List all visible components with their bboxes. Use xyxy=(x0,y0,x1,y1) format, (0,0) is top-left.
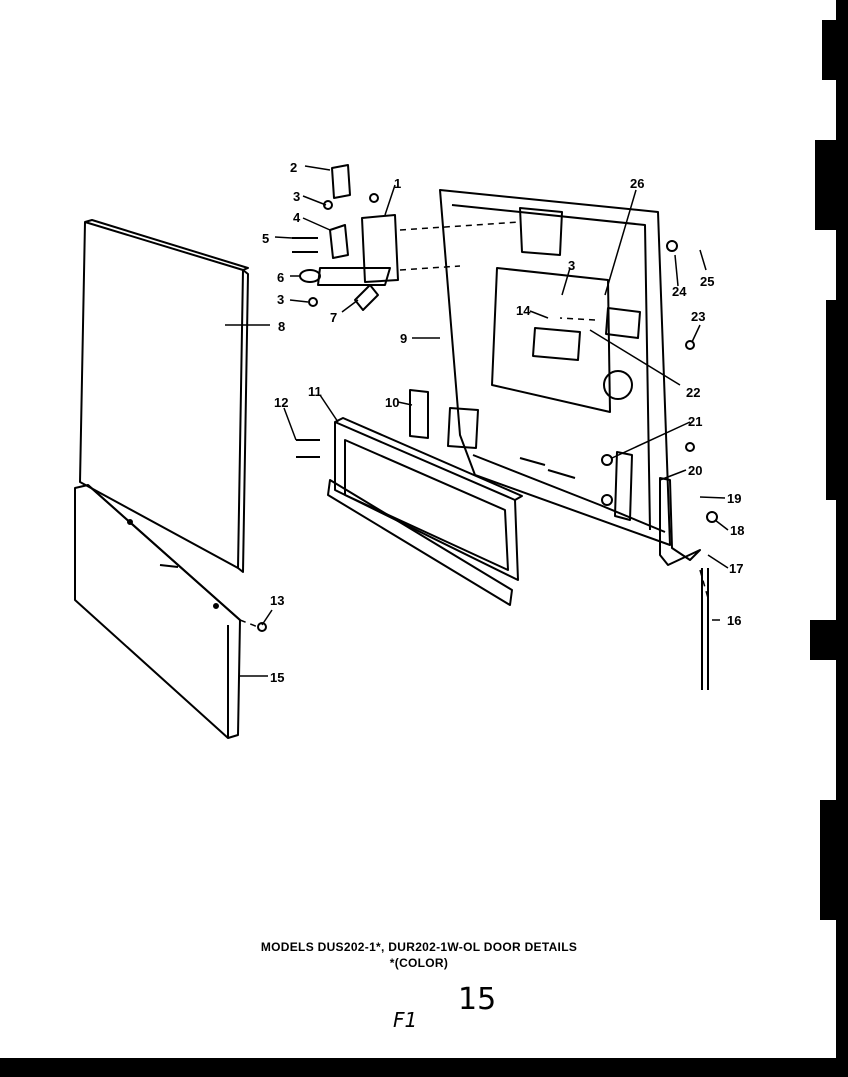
callout-20: 20 xyxy=(688,463,702,478)
control-console xyxy=(327,417,523,606)
outer-door-panel xyxy=(79,219,249,573)
callout-16: 16 xyxy=(727,613,741,628)
callout-6: 6 xyxy=(277,270,284,285)
callout-3-top: 3 xyxy=(293,189,300,204)
callout-18: 18 xyxy=(730,523,744,538)
callout-25: 25 xyxy=(700,274,714,289)
callout-17: 17 xyxy=(729,561,743,576)
callout-26: 26 xyxy=(630,176,644,191)
callout-1: 1 xyxy=(394,176,401,191)
callout-7: 7 xyxy=(330,310,337,325)
callout-11: 11 xyxy=(308,384,322,399)
callout-3-right: 3 xyxy=(568,258,575,273)
leader-lines xyxy=(225,165,729,677)
callout-24: 24 xyxy=(672,284,687,299)
callout-13: 13 xyxy=(270,593,284,608)
callout-10: 10 xyxy=(385,395,399,410)
callout-19: 19 xyxy=(727,491,741,506)
callout-22: 22 xyxy=(686,385,700,400)
callout-2: 2 xyxy=(290,160,297,175)
alignment-lines xyxy=(239,221,709,628)
callout-3-mid: 3 xyxy=(277,292,284,307)
callout-numbers: 1 2 3 4 5 6 3 7 8 9 10 11 12 13 14 3 15 … xyxy=(262,160,744,685)
callout-14: 14 xyxy=(516,303,531,318)
upper-hinge-assembly xyxy=(292,164,399,311)
diagram-subtitle: *(COLOR) xyxy=(389,956,449,970)
handwritten-mark-left: F1 xyxy=(393,1008,418,1032)
lower-trim-panel xyxy=(74,484,241,739)
callout-5: 5 xyxy=(262,231,269,246)
callout-8: 8 xyxy=(278,319,285,334)
callout-21: 21 xyxy=(688,414,702,429)
inner-door-liner xyxy=(439,189,671,546)
callout-23: 23 xyxy=(691,309,705,324)
handwritten-page-number: 15 xyxy=(458,982,497,1017)
callout-4: 4 xyxy=(293,210,301,225)
diagram-title: MODELS DUS202-1*, DUR202-1W-OL DOOR DETA… xyxy=(260,940,578,954)
callout-9: 9 xyxy=(400,331,407,346)
callout-15: 15 xyxy=(270,670,284,685)
right-hinge-hardware xyxy=(257,240,718,690)
callout-12: 12 xyxy=(274,395,288,410)
